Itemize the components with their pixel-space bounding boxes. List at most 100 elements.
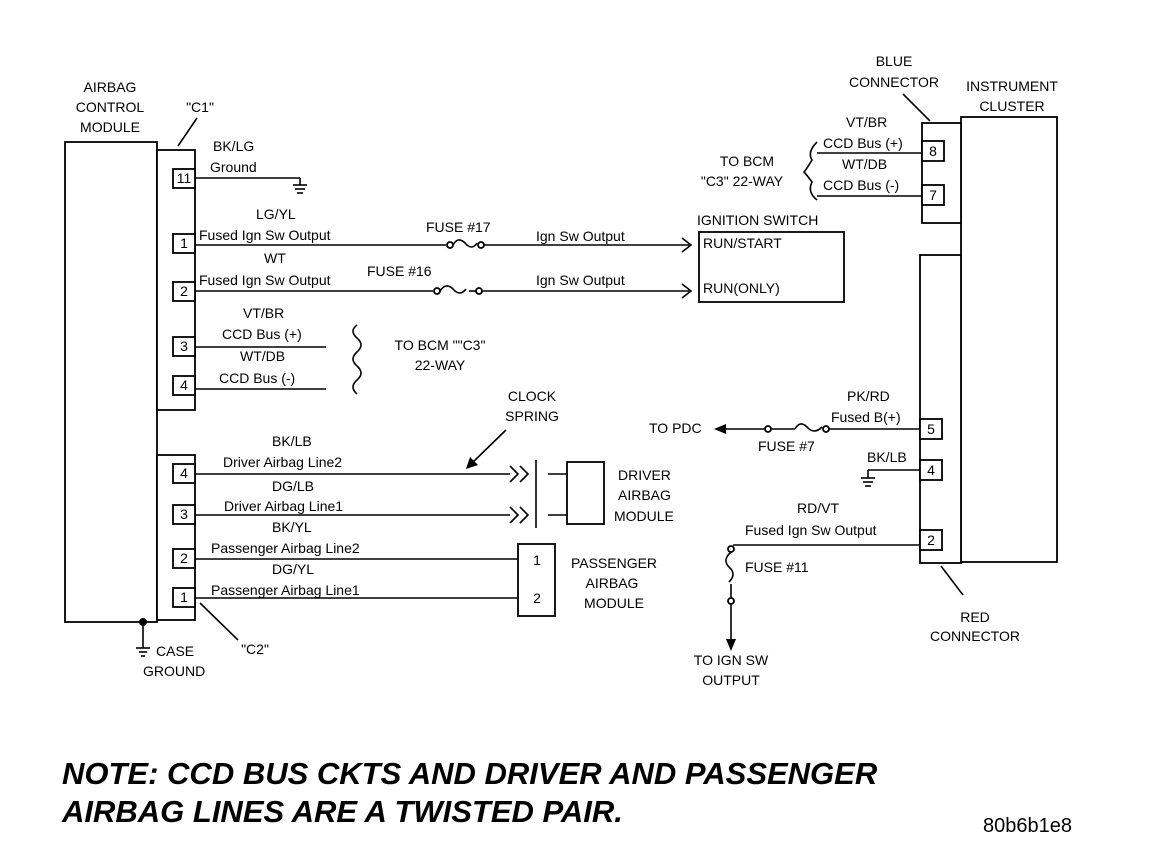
passenger-airbag-line2: AIRBAG [586,575,639,591]
instrument-cluster-body [960,116,1058,563]
ic-pin-4-number: 4 [927,462,935,478]
ic-pin-2 [919,529,943,551]
acm-body [64,141,158,623]
c2-label: "C2" [241,641,269,657]
to-pdc-label: TO PDC [649,420,702,436]
airbag-control-module: AIRBAG CONTROL MODULE [64,79,158,623]
fuse-7-label: FUSE #7 [758,438,815,454]
ignition-switch: IGNITION SWITCH RUN/START RUN(ONLY) [697,212,845,303]
c1-leader [177,117,198,147]
ignition-switch-run-only: RUN(ONLY) [703,280,780,296]
passenger-airbag-line3: MODULE [584,595,644,611]
fuse-17-terminal-b [477,241,485,249]
blue-connector-line1: BLUE [876,53,913,69]
c1-pin-4 [172,375,196,396]
ic-pin-2-number: 2 [927,532,935,548]
clock-spring-arrowhead [466,457,478,469]
w2-color: WT [264,250,286,266]
w5-color: PK/RD [847,388,890,404]
fused-ign-circuit-run-start: LG/YL Fused Ign Sw Output FUSE #17 Ign S… [195,206,693,253]
ground-circuit: BK/LG Ground [195,138,307,194]
fuse-16-terminal-b [475,287,483,295]
arrow-run-only [681,283,693,299]
w4-name: CCD Bus (-) [219,370,295,386]
red-connector-leader [940,565,964,596]
fused-b-circuit: PK/RD Fused B(+) TO PDC FUSE #7 [649,388,920,454]
blue-connector-leader [902,93,931,122]
to-ign-sw-arrow [726,639,736,651]
passenger-airbag-box [517,543,556,617]
c1-pin-2-number: 2 [180,283,188,299]
note-line2: AIRBAG LINES ARE A TWISTED PAIR. [61,794,623,829]
c1-pin-1 [172,233,196,254]
c2-pin-4-number: 4 [180,465,188,481]
fuse-7-terminal-a [764,425,772,433]
w2-ic-color: RD/VT [797,500,839,516]
p2-name: Passenger Airbag Line2 [211,540,360,556]
acm-title-line2: CONTROL [76,99,145,115]
fuse-16-label: FUSE #16 [367,263,432,279]
p2-color: BK/YL [272,519,312,535]
to-bcm-left-line2: 22-WAY [415,357,466,373]
clockspring-contact-1 [509,506,530,524]
c1-connector: "C1" 11 1 2 3 4 [156,99,214,411]
c2-leader [199,602,239,641]
clock-spring-line2: SPRING [505,408,559,424]
w2-name: Fused Ign Sw Output [199,272,331,288]
w1-name: Fused Ign Sw Output [199,227,331,243]
p1-color: DG/YL [272,561,314,577]
to-bcm-right-line2: "C3" 22-WAY [701,173,784,189]
driver-airbag-circuit: BK/LB Driver Airbag Line2 DG/LB Driver A… [195,388,674,528]
figure-code: 80b6b1e8 [983,815,1072,837]
arrow-run-start [681,237,693,253]
ic-pin-8 [921,140,945,162]
case-ground-label-1: CASE [156,643,194,659]
driver-airbag-line1: DRIVER [618,467,671,483]
ground-wire-name: Ground [210,159,257,175]
w8-color: VT/BR [846,114,887,130]
w3-name: CCD Bus (+) [222,326,302,342]
passenger-airbag-circuit: BK/YL Passenger Airbag Line2 DG/YL Passe… [195,519,657,617]
to-bcm-right-line1: TO BCM [720,153,774,169]
ignition-switch-title: IGNITION SWITCH [697,212,818,228]
c1-pin-4-number: 4 [180,377,188,393]
ccd-bus-acm: VT/BR CCD Bus (+) WT/DB CCD Bus (-) TO B… [195,305,485,395]
driver-airbag-box [566,461,605,525]
fuse-11-terminal-a [727,545,735,553]
acm-title-line1: AIRBAG [84,79,137,95]
ignition-switch-run-start: RUN/START [703,235,782,251]
passenger-airbag-line1: PASSENGER [571,555,657,571]
blue-connector-shell [921,122,962,224]
case-ground: CASE GROUND [136,618,205,679]
c1-shell [156,149,196,411]
w7-color: WT/DB [842,156,887,172]
clockspring-contact-2 [509,465,530,483]
diagram-note: NOTE: CCD BUS CKTS AND DRIVER AND PASSEN… [61,756,1072,837]
instrument-cluster: INSTRUMENT CLUSTER [960,78,1058,563]
c2-pin-1-number: 1 [180,589,188,605]
red-connector: 5 4 2 RED CONNECTOR [919,254,1020,644]
c1-pin-1-number: 1 [180,235,188,251]
c1-pin-3-number: 3 [180,338,188,354]
w3-color: VT/BR [243,305,284,321]
w4-color: WT/DB [240,348,285,364]
cluster-ground-circuit: BK/LB [861,449,920,487]
red-connector-line1: RED [960,609,990,625]
ic-pin-7-number: 7 [929,187,937,203]
w1-color: LG/YL [256,206,296,222]
fuse-16-icon [439,285,467,294]
ic-pin-7 [921,184,945,206]
to-pdc-arrow [714,424,726,434]
c1-label: "C1" [186,99,214,115]
acm-title-line3: MODULE [80,119,140,135]
d2-name: Driver Airbag Line2 [223,454,342,470]
blue-connector: BLUE CONNECTOR 8 7 VT/BR CCD Bus (+) WT/… [701,53,962,224]
w4-ic-color: BK/LB [867,449,907,465]
red-connector-shell [919,254,962,564]
ignition-switch-box [698,231,845,303]
w8-name: CCD Bus (+) [823,135,903,151]
fused-ign-circuit-run-only: WT Fused Ign Sw Output FUSE #16 Ign Sw O… [195,250,693,299]
to-ign-sw-line1: TO IGN SW [694,652,769,668]
driver-airbag-line2: AIRBAG [618,487,671,503]
